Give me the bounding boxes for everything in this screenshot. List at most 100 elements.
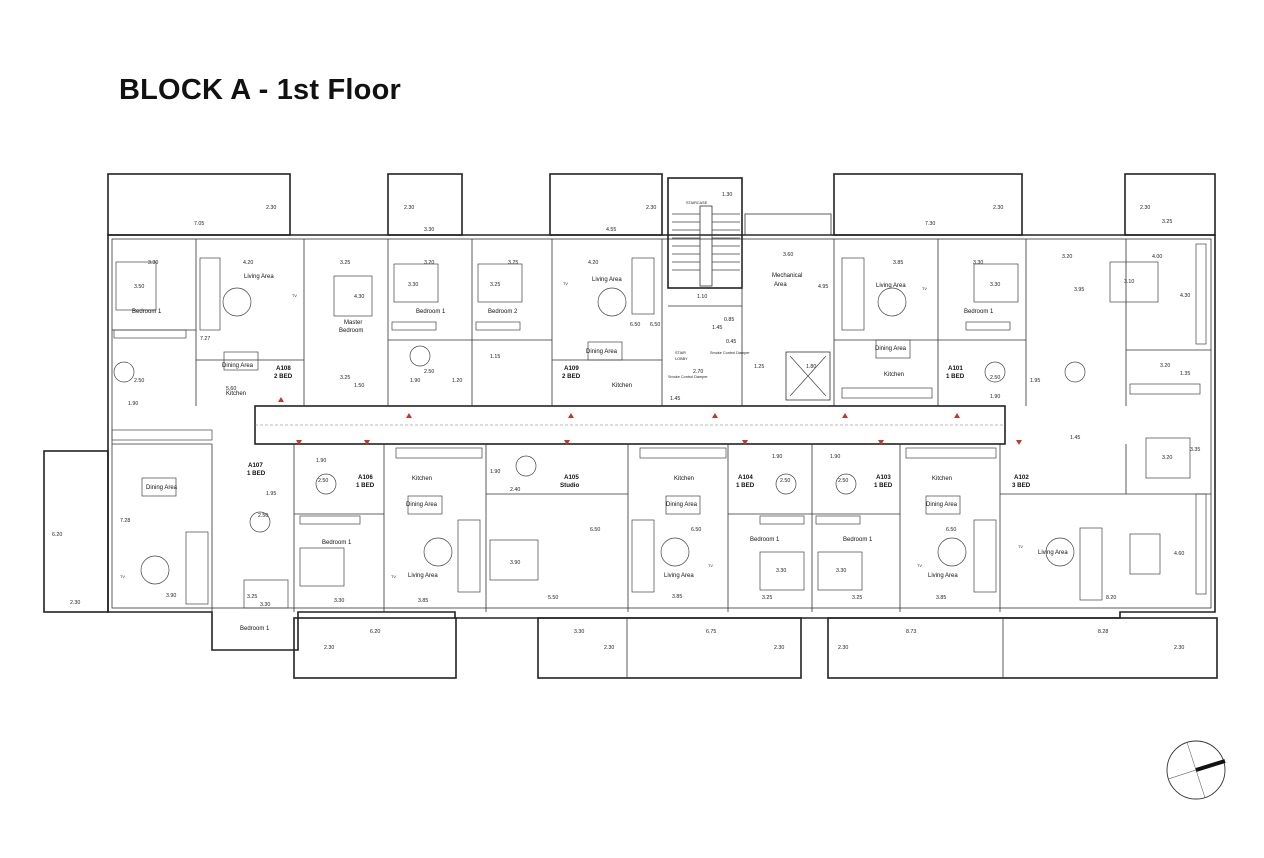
room-label: Kitchen xyxy=(674,476,694,482)
svg-text:1.90: 1.90 xyxy=(990,394,1000,400)
room-label: Dining Area xyxy=(586,349,618,355)
corridor-markers xyxy=(278,397,1022,445)
room-label: Master xyxy=(344,320,362,326)
unit-a109-id: A109 xyxy=(564,365,579,372)
svg-text:1.90: 1.90 xyxy=(410,378,420,384)
unit-a109-type: 2 BED xyxy=(562,373,581,380)
svg-text:3.35: 3.35 xyxy=(1190,447,1200,453)
svg-text:1.25: 1.25 xyxy=(754,364,764,370)
svg-text:3.20: 3.20 xyxy=(424,260,434,266)
svg-text:3.50: 3.50 xyxy=(134,284,144,290)
svg-text:2.50: 2.50 xyxy=(134,378,144,384)
room-label: Dining Area xyxy=(222,363,254,369)
unit-a106-id: A106 xyxy=(358,474,373,481)
room-label: LOBBY xyxy=(675,357,688,361)
svg-text:6.75: 6.75 xyxy=(706,629,716,635)
partitions-lower xyxy=(112,443,1211,612)
tv-label: TV xyxy=(1018,545,1023,549)
svg-text:3.85: 3.85 xyxy=(418,598,428,604)
svg-text:2.30: 2.30 xyxy=(1174,645,1184,651)
svg-text:2.50: 2.50 xyxy=(318,478,328,484)
room-label: Dining Area xyxy=(875,346,907,352)
svg-text:4.55: 4.55 xyxy=(606,227,616,233)
svg-text:3.95: 3.95 xyxy=(1074,287,1084,293)
page-title: BLOCK A - 1st Floor xyxy=(119,74,401,106)
unit-a105-type: Studio xyxy=(560,482,579,489)
unit-a101-id: A101 xyxy=(948,365,963,372)
unit-a107-type: 1 BED xyxy=(247,470,266,477)
svg-text:5.60: 5.60 xyxy=(226,386,236,392)
svg-text:3.30: 3.30 xyxy=(408,282,418,288)
svg-text:1.90: 1.90 xyxy=(128,401,138,407)
unit-a103-id: A103 xyxy=(876,474,891,481)
unit-a108-type: 2 BED xyxy=(274,373,293,380)
svg-text:3.25: 3.25 xyxy=(508,260,518,266)
room-label: Living Area xyxy=(1038,550,1068,556)
unit-a104-id: A104 xyxy=(738,474,753,481)
svg-text:6.50: 6.50 xyxy=(590,527,600,533)
room-label: Mechanical xyxy=(772,273,802,279)
svg-text:6.50: 6.50 xyxy=(630,322,640,328)
unit-labels: A108 2 BED A109 2 BED A101 1 BED A107 1 … xyxy=(247,365,1031,489)
unit-a107-id: A107 xyxy=(248,462,263,469)
unit-a103-type: 1 BED xyxy=(874,482,893,489)
svg-text:3.30: 3.30 xyxy=(973,260,983,266)
room-label: Bedroom 1 xyxy=(322,540,352,546)
svg-text:2.30: 2.30 xyxy=(70,600,80,606)
building-outline xyxy=(107,234,1216,651)
svg-text:4.95: 4.95 xyxy=(818,284,828,290)
room-label: Area xyxy=(774,282,787,288)
room-label: Living Area xyxy=(592,277,622,283)
room-label: Dining Area xyxy=(666,502,698,508)
svg-text:3.25: 3.25 xyxy=(340,375,350,381)
room-label: Bedroom 1 xyxy=(132,309,162,315)
svg-text:2.50: 2.50 xyxy=(424,369,434,375)
room-label: Living Area xyxy=(876,283,906,289)
svg-text:1.45: 1.45 xyxy=(712,325,722,331)
room-label: Smoke Control Damper xyxy=(710,351,750,355)
svg-text:2.50: 2.50 xyxy=(780,478,790,484)
svg-text:2.70: 2.70 xyxy=(693,369,703,375)
svg-text:3.90: 3.90 xyxy=(166,593,176,599)
room-label: Living Area xyxy=(928,573,958,579)
svg-text:3.30: 3.30 xyxy=(776,568,786,574)
svg-text:3.30: 3.30 xyxy=(424,227,434,233)
svg-text:1.50: 1.50 xyxy=(354,383,364,389)
tv-label: TV xyxy=(922,287,927,291)
svg-text:1.90: 1.90 xyxy=(490,469,500,475)
svg-text:6.50: 6.50 xyxy=(946,527,956,533)
svg-text:3.30: 3.30 xyxy=(574,629,584,635)
svg-text:3.20: 3.20 xyxy=(1162,455,1172,461)
balconies-bottom xyxy=(43,450,1218,679)
tv-label: TV xyxy=(292,294,297,298)
svg-text:6.20: 6.20 xyxy=(370,629,380,635)
svg-text:1.45: 1.45 xyxy=(1070,435,1080,441)
room-label: Bedroom 2 xyxy=(488,309,518,315)
room-label: Bedroom 1 xyxy=(240,626,270,632)
svg-text:3.25: 3.25 xyxy=(340,260,350,266)
room-label: Smoke Control Damper xyxy=(668,375,708,379)
svg-text:2.30: 2.30 xyxy=(324,645,334,651)
svg-text:3.20: 3.20 xyxy=(1062,254,1072,260)
svg-text:2.30: 2.30 xyxy=(838,645,848,651)
svg-text:2.30: 2.30 xyxy=(1140,205,1150,211)
svg-text:4.60: 4.60 xyxy=(1174,551,1184,557)
furniture xyxy=(111,243,1207,609)
svg-text:1.90: 1.90 xyxy=(772,454,782,460)
svg-text:4.30: 4.30 xyxy=(354,294,364,300)
unit-a102-type: 3 BED xyxy=(1012,482,1031,489)
staircase xyxy=(667,177,831,401)
svg-text:8.20: 8.20 xyxy=(1106,595,1116,601)
svg-text:3.30: 3.30 xyxy=(990,282,1000,288)
svg-text:1.95: 1.95 xyxy=(1030,378,1040,384)
unit-a106-type: 1 BED xyxy=(356,482,375,489)
svg-text:1.45: 1.45 xyxy=(670,396,680,402)
svg-text:1.90: 1.90 xyxy=(316,458,326,464)
tv-label: TV xyxy=(563,282,568,286)
room-label: Bedroom 1 xyxy=(416,309,446,315)
svg-text:2.30: 2.30 xyxy=(646,205,656,211)
room-label: Kitchen xyxy=(932,476,952,482)
svg-text:3.25: 3.25 xyxy=(490,282,500,288)
svg-text:2.40: 2.40 xyxy=(510,487,520,493)
